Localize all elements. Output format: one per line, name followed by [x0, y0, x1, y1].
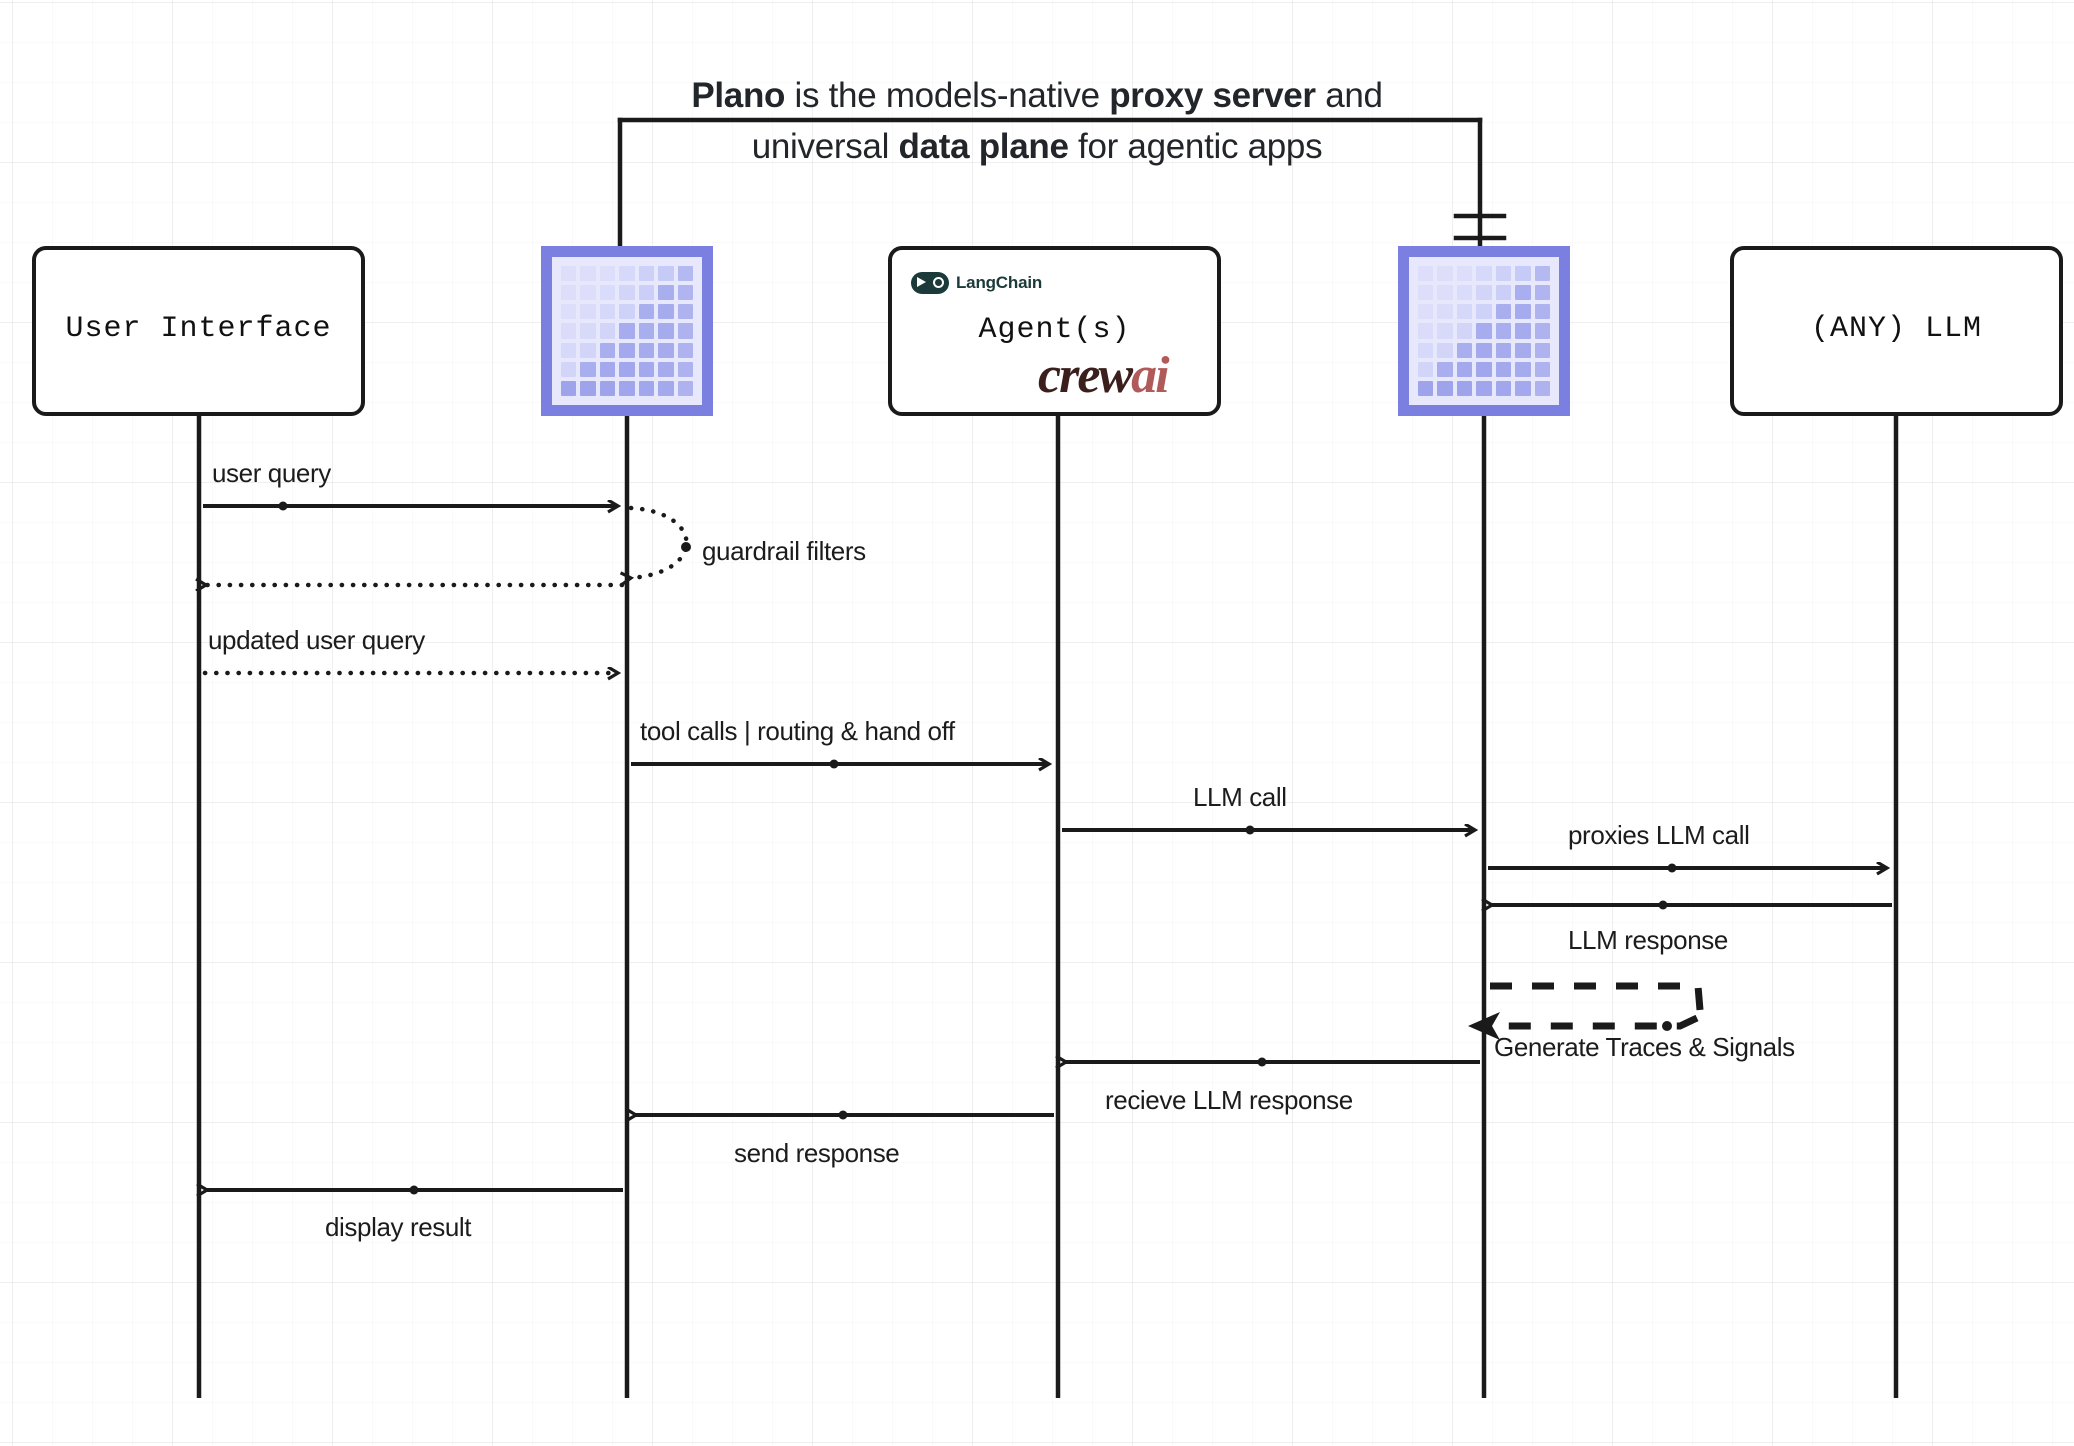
message-label-guardrail-filters: guardrail filters — [702, 536, 866, 566]
crewai-logo: crewai — [1037, 347, 1171, 404]
participant-user-interface-label: User Interface — [65, 312, 332, 346]
message-label-send-response: send response — [734, 1138, 900, 1168]
message-arrow-tool-calls — [631, 760, 1049, 769]
message-arrow-display-result — [207, 1186, 623, 1195]
plano-grid-icon — [552, 257, 702, 405]
message-label-llm-call: LLM call — [1193, 782, 1287, 812]
message-label-user-query: user query — [212, 458, 331, 488]
participant-agents[interactable]: LangChain Agent(s) crewai — [888, 246, 1221, 416]
message-arrow-recieve-llm-response — [1066, 1058, 1480, 1067]
participant-plano-proxy-inbound[interactable] — [541, 246, 713, 416]
diagram-title-line-1: Plano is the models-native proxy server … — [691, 76, 1383, 115]
crewai-logo-label-crew: crew — [1037, 347, 1134, 404]
message-label-tool-calls: tool calls | routing & hand off — [640, 716, 955, 746]
plano-grid-icon — [1409, 257, 1559, 405]
message-arrow-generate-traces-signals — [1468, 982, 1704, 1040]
participant-plano-proxy-outbound[interactable] — [1398, 246, 1570, 416]
message-arrow-llm-response — [1492, 901, 1892, 910]
message-label-proxies-llm-call: proxies LLM call — [1568, 820, 1750, 850]
participant-any-llm-label: (ANY) LLM — [1810, 312, 1983, 346]
plano-top-bracket — [617, 117, 1507, 249]
message-arrow-proxies-llm-call — [1488, 864, 1887, 873]
langchain-parrot-icon — [911, 272, 949, 294]
langchain-logo: LangChain — [911, 272, 1042, 294]
diagram-title-line-2: universal data plane for agentic apps — [751, 127, 1323, 166]
participant-user-interface[interactable]: User Interface — [32, 246, 365, 416]
langchain-logo-label: LangChain — [956, 273, 1043, 292]
crewai-logo-label-ai: ai — [1130, 347, 1171, 404]
message-label-recieve-llm-response: recieve LLM response — [1105, 1085, 1353, 1115]
message-label-generate-traces-signals: Generate Traces & Signals — [1494, 1032, 1795, 1062]
participant-any-llm[interactable]: (ANY) LLM — [1730, 246, 2063, 416]
message-label-llm-response: LLM response — [1568, 925, 1728, 955]
message-arrow-user-query — [203, 502, 618, 511]
message-label-updated-user-query: updated user query — [208, 625, 425, 655]
participant-agents-label: Agent(s) — [978, 313, 1131, 347]
message-label-display-result: display result — [325, 1212, 472, 1242]
message-arrow-guardrail-filters — [631, 505, 691, 578]
message-arrow-send-response — [636, 1111, 1054, 1120]
message-arrow-llm-call — [1062, 826, 1475, 835]
